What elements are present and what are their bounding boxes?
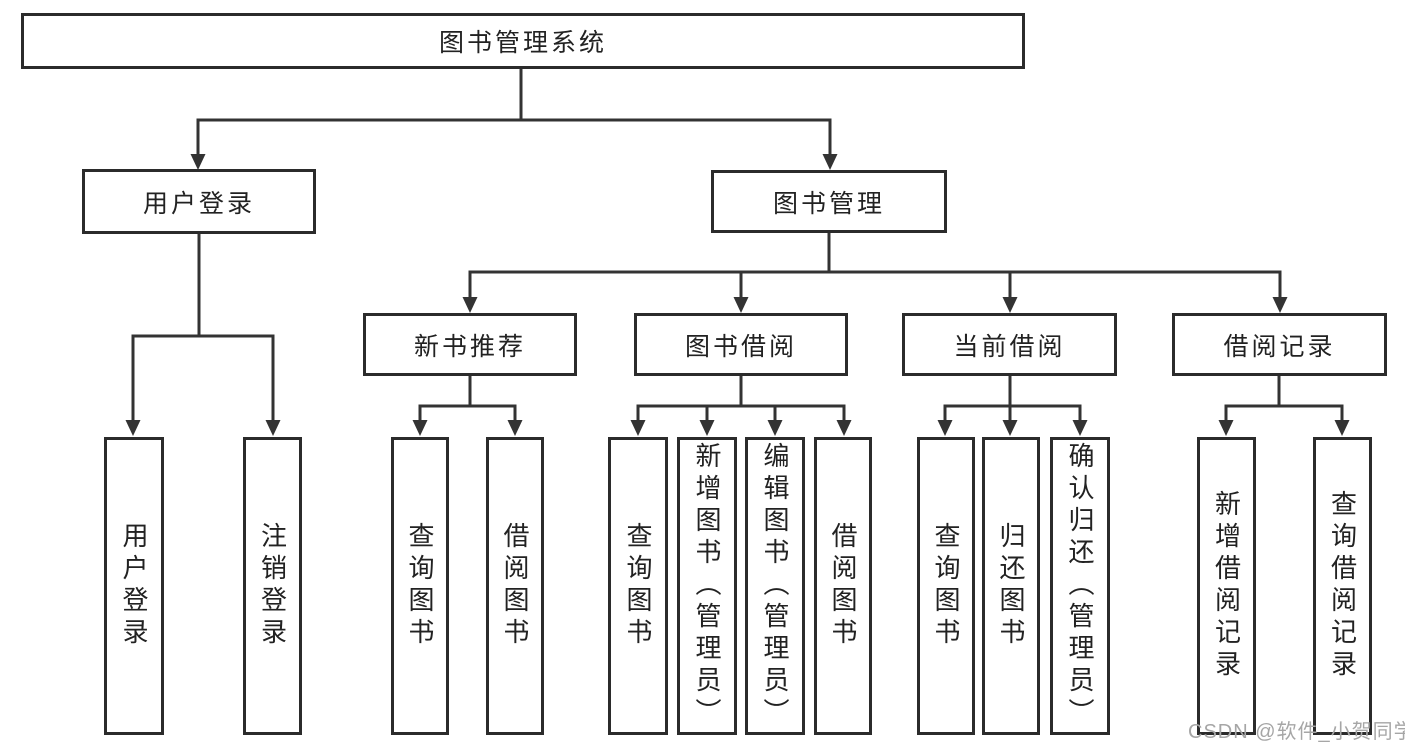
node-label: 借阅记录 bbox=[1223, 332, 1336, 361]
node-label: 新增图书（管理员） bbox=[692, 442, 722, 730]
node-user-login: 用户登录 bbox=[82, 169, 316, 234]
arrowhead bbox=[836, 420, 852, 436]
node-label: 查询图书 bbox=[405, 522, 435, 650]
node-label: 确认归还（管理员） bbox=[1065, 442, 1095, 730]
arrowhead bbox=[767, 420, 783, 436]
node-book-management: 图书管理 bbox=[711, 170, 947, 233]
arrowhead bbox=[1002, 420, 1018, 436]
node-label: 归还图书 bbox=[996, 522, 1026, 650]
node-label: 查询借阅记录 bbox=[1327, 490, 1358, 682]
leaf-borrow-books-recommend: 借阅图书 bbox=[486, 437, 544, 735]
leaf-query-books-recommend: 查询图书 bbox=[391, 437, 449, 735]
node-label: 新增借阅记录 bbox=[1211, 490, 1242, 682]
arrowhead bbox=[507, 420, 523, 436]
node-label: 图书管理 bbox=[772, 189, 885, 218]
arrowhead bbox=[699, 420, 715, 436]
arrowhead bbox=[265, 420, 281, 436]
leaf-query-borrow-record: 查询借阅记录 bbox=[1313, 437, 1372, 735]
node-label: 注销登录 bbox=[257, 522, 288, 650]
leaf-add-borrow-record: 新增借阅记录 bbox=[1197, 437, 1256, 735]
node-label: 查询图书 bbox=[623, 522, 653, 650]
arrowhead bbox=[125, 420, 141, 436]
node-label: 用户登录 bbox=[119, 522, 149, 650]
node-new-book-recommend: 新书推荐 bbox=[363, 313, 577, 376]
node-label: 用户登录 bbox=[142, 189, 255, 218]
node-label: 图书借阅 bbox=[684, 332, 797, 361]
arrowhead bbox=[1272, 297, 1288, 313]
leaf-return-books: 归还图书 bbox=[982, 437, 1040, 735]
arrowhead bbox=[1072, 420, 1088, 436]
node-library-management-system: 图书管理系统 bbox=[21, 13, 1025, 69]
node-label: 借阅图书 bbox=[500, 522, 530, 650]
arrowhead bbox=[190, 154, 206, 170]
arrowhead bbox=[462, 297, 478, 313]
node-book-borrow: 图书借阅 bbox=[634, 313, 848, 376]
node-borrow-records: 借阅记录 bbox=[1172, 313, 1387, 376]
node-label: 当前借阅 bbox=[953, 332, 1066, 361]
arrowhead bbox=[1002, 297, 1018, 313]
node-label: 借阅图书 bbox=[828, 522, 858, 650]
arrowhead bbox=[937, 420, 953, 436]
leaf-confirm-return-admin: 确认归还（管理员） bbox=[1050, 437, 1110, 735]
csdn-watermark: CSDN @软件_小贺同学 bbox=[1188, 721, 1405, 743]
arrowhead bbox=[733, 297, 749, 313]
node-label: 查询图书 bbox=[931, 522, 961, 650]
arrowhead bbox=[822, 154, 838, 170]
leaf-logout-login: 注销登录 bbox=[243, 437, 302, 735]
arrowhead bbox=[1334, 420, 1350, 436]
leaf-edit-book-admin: 编辑图书（管理员） bbox=[745, 437, 805, 735]
node-current-borrow: 当前借阅 bbox=[902, 313, 1117, 376]
arrowhead bbox=[630, 420, 646, 436]
leaf-add-book-admin: 新增图书（管理员） bbox=[677, 437, 737, 735]
node-label: 新书推荐 bbox=[413, 332, 526, 361]
leaf-borrow-books: 借阅图书 bbox=[814, 437, 872, 735]
leaf-query-books-current: 查询图书 bbox=[917, 437, 975, 735]
leaf-query-books-borrow: 查询图书 bbox=[608, 437, 668, 735]
leaf-user-login: 用户登录 bbox=[104, 437, 164, 735]
arrowhead bbox=[1218, 420, 1234, 436]
node-label: 编辑图书（管理员） bbox=[760, 442, 790, 730]
arrowhead bbox=[412, 420, 428, 436]
node-label: 图书管理系统 bbox=[438, 29, 607, 57]
